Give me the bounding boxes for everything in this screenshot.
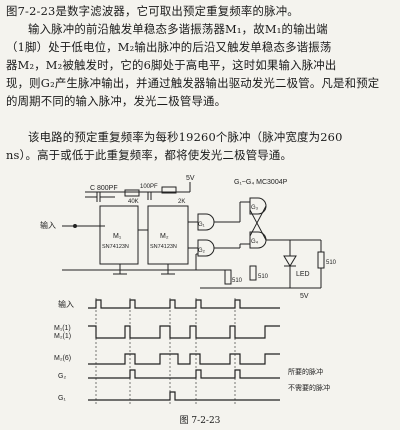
r510a-label: 510 bbox=[232, 278, 243, 284]
m1-chip bbox=[99, 205, 139, 265]
text-line: 输入脉冲的前沿触发单稳态多谐振荡器M₁，故M₁的输出端 bbox=[28, 22, 328, 36]
g2-label: G₂ bbox=[198, 248, 206, 254]
text-line: （1脚）处于低电位，M₂输出脉冲的后沿又触发单稳态多谐振荡 bbox=[6, 40, 332, 54]
timing-row-m2-1: M₂(1) bbox=[54, 333, 71, 340]
text-line: 图7-2-23是数字滤波器，它可取出预定重复频率的脉冲。 bbox=[6, 4, 299, 18]
g1-label: G₁ bbox=[198, 222, 205, 228]
m1-part: SN74123N bbox=[102, 244, 129, 250]
m2-name: M₂ bbox=[160, 233, 169, 240]
paragraph-frequency: 该电路的预定重复频率为每秒19260个脉冲（脉冲宽度为260 ns）。高于或低于… bbox=[6, 128, 396, 164]
timing-row-g2: G₂ bbox=[58, 373, 66, 380]
led-icon bbox=[283, 255, 297, 267]
paragraph-description: 输入脉冲的前沿触发单稳态多谐振荡器M₁，故M₁的输出端 （1脚）处于低电位，M₂… bbox=[6, 20, 396, 110]
timing-row-input: 输入 bbox=[58, 299, 74, 309]
m1-name: M₁ bbox=[113, 233, 122, 240]
text-line: 的周期不同的输入脉冲，发光二极管导通。 bbox=[6, 94, 227, 108]
r1-label: 40K bbox=[128, 199, 139, 205]
c2-label: 100PF bbox=[140, 184, 158, 190]
gate-g2 bbox=[197, 239, 215, 257]
figure-caption: 图 7-2-23 bbox=[179, 416, 221, 426]
g3-label: G₃ bbox=[251, 205, 259, 211]
timing-row-m1-1: M₁(1) bbox=[54, 325, 71, 332]
led-label: LED bbox=[296, 271, 310, 278]
m2-part: SN74123N bbox=[150, 244, 177, 250]
timing-row-g1: G₁ bbox=[58, 395, 66, 402]
r2-label: 2K bbox=[178, 199, 185, 205]
vcc-label: 5V bbox=[186, 175, 195, 182]
note-expected: 所要的脉冲 bbox=[288, 367, 323, 376]
gate-g4 bbox=[249, 231, 267, 249]
text-line: 该电路的预定重复频率为每秒19260个脉冲（脉冲宽度为260 bbox=[28, 130, 343, 144]
text-line: 器M₂，M₂被触发时，它的6脚处于高电平，这时如果输入脉冲出 bbox=[6, 58, 337, 72]
circuit-diagram: 输入 C 800PF M₁ SN74123N 40K 100PF 5V 2K M… bbox=[40, 175, 337, 300]
text-line: 现，则G₂产生脉冲输出，并通过触发器输出驱动发光二极管。凡是和预定 bbox=[6, 76, 380, 90]
note-unexpected: 不需要的脉冲 bbox=[288, 383, 330, 392]
timing-diagram: 输入 M₁(1) M₂(1) M₂(6) G₂ G₁ 所要的脉冲 不需要的脉冲 bbox=[54, 298, 330, 406]
r510c-label: 510 bbox=[326, 260, 337, 266]
text-line: ns）。高于或低于此重复频率，都将使发光二极管导通。 bbox=[6, 148, 293, 162]
capacitor-label: C 800PF bbox=[90, 185, 118, 192]
supply-5v-label: 5V bbox=[300, 293, 309, 300]
timing-row-m2-6: M₂(6) bbox=[54, 355, 71, 362]
g4-label: G₄ bbox=[251, 239, 259, 245]
paragraph-intro: 图7-2-23是数字滤波器，它可取出预定重复频率的脉冲。 bbox=[6, 2, 396, 20]
gate-g1 bbox=[197, 213, 215, 231]
ic-label: G₁~G₄ MC3004P bbox=[234, 179, 288, 186]
input-label: 输入 bbox=[40, 220, 56, 230]
r510b-label: 510 bbox=[258, 274, 269, 280]
